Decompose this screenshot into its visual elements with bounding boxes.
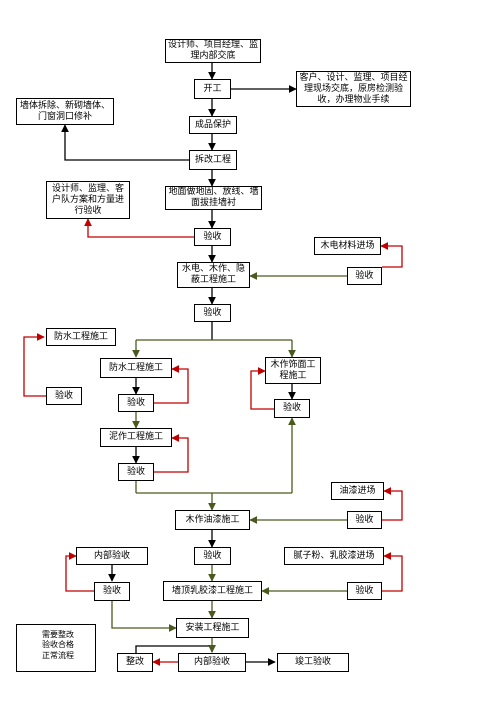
node-wood-finish: 木作饰面工程施工 — [265, 357, 321, 384]
arrow-acceptmud-loop — [154, 434, 189, 473]
arrow-accept1-to-team — [84, 218, 194, 238]
node-rectify: 整改 — [117, 653, 153, 672]
node-hidden-works: 水电、木作、隐蔽工程施工 — [177, 262, 250, 288]
node-accept-1: 验收 — [194, 228, 231, 246]
node-demolition-work: 拆改工程 — [189, 150, 237, 170]
node-accept-mud: 验收 — [118, 463, 154, 481]
node-paint-material: 油漆进场 — [331, 482, 384, 500]
node-accept-wp: 验收 — [118, 394, 154, 412]
node-client-handover: 客户、设计、监理、项目经理现场交底，原房检测验收，办理物业手续 — [296, 71, 411, 107]
node-wood-elec-material: 木电材料进场 — [314, 237, 381, 255]
arrow-acceptwood-loop — [250, 367, 274, 410]
arrow-putty-material-loop — [382, 552, 403, 592]
node-finished-protection: 成品保护 — [189, 116, 237, 134]
node-accept-paint: 验收 — [347, 511, 382, 529]
legend-normal-label: 正常流程 — [42, 651, 74, 660]
node-wall-demolition: 墙体拆除、新砌墙体、门窗洞口修补 — [16, 98, 114, 125]
node-completion: 竣工验收 — [277, 653, 349, 672]
legend-rework-label: 需要整改 — [42, 630, 74, 639]
node-install-work: 安装工程施工 — [176, 618, 249, 638]
node-internal-check: 内部验收 — [76, 547, 148, 565]
legend — [16, 624, 96, 672]
node-design-intro: 设计师、项目经理、监理内部交底 — [165, 39, 261, 63]
node-team-acceptance: 设计师、监理、客户队方案和方量进行验收 — [46, 181, 130, 219]
node-floor-leveling: 地面做地固、放线、墙面拔挂墙衬 — [165, 186, 262, 210]
node-latex-paint: 墙顶乳胶漆工程施工 — [163, 581, 262, 601]
node-mud-work: 泥作工程施工 — [100, 428, 172, 447]
node-accept-mid: 验收 — [194, 547, 231, 565]
node-waterproof-mid: 防水工程施工 — [100, 358, 172, 378]
node-start-work: 开工 — [194, 79, 231, 99]
node-accept-2: 验收 — [347, 267, 382, 285]
node-wood-paint: 木作油漆施工 — [175, 510, 250, 530]
arrow-acceptint-loop — [65, 552, 94, 592]
node-accept-latex: 验收 — [347, 582, 382, 600]
node-internal-final: 内部验收 — [178, 653, 246, 672]
arrow-acceptint-to-install — [111, 601, 177, 632]
node-accept-internal: 验收 — [94, 582, 130, 601]
node-accept-left: 验收 — [46, 387, 82, 405]
node-accept-wood: 验收 — [274, 399, 310, 418]
legend-pass-label: 验收合格 — [42, 640, 74, 649]
arrow-wood-material-loop — [380, 242, 403, 268]
node-putty-material: 腻子粉、乳胶漆进场 — [284, 547, 384, 565]
node-accept-3: 验收 — [194, 304, 231, 322]
arrow-demolition-to-wall — [61, 124, 189, 161]
node-waterproof-left: 防水工程施工 — [46, 328, 116, 346]
arrow-paint-material-loop — [382, 487, 403, 521]
arrow-acceptwp-loop — [154, 365, 189, 404]
arrow-left-wp-loop — [23, 333, 46, 397]
